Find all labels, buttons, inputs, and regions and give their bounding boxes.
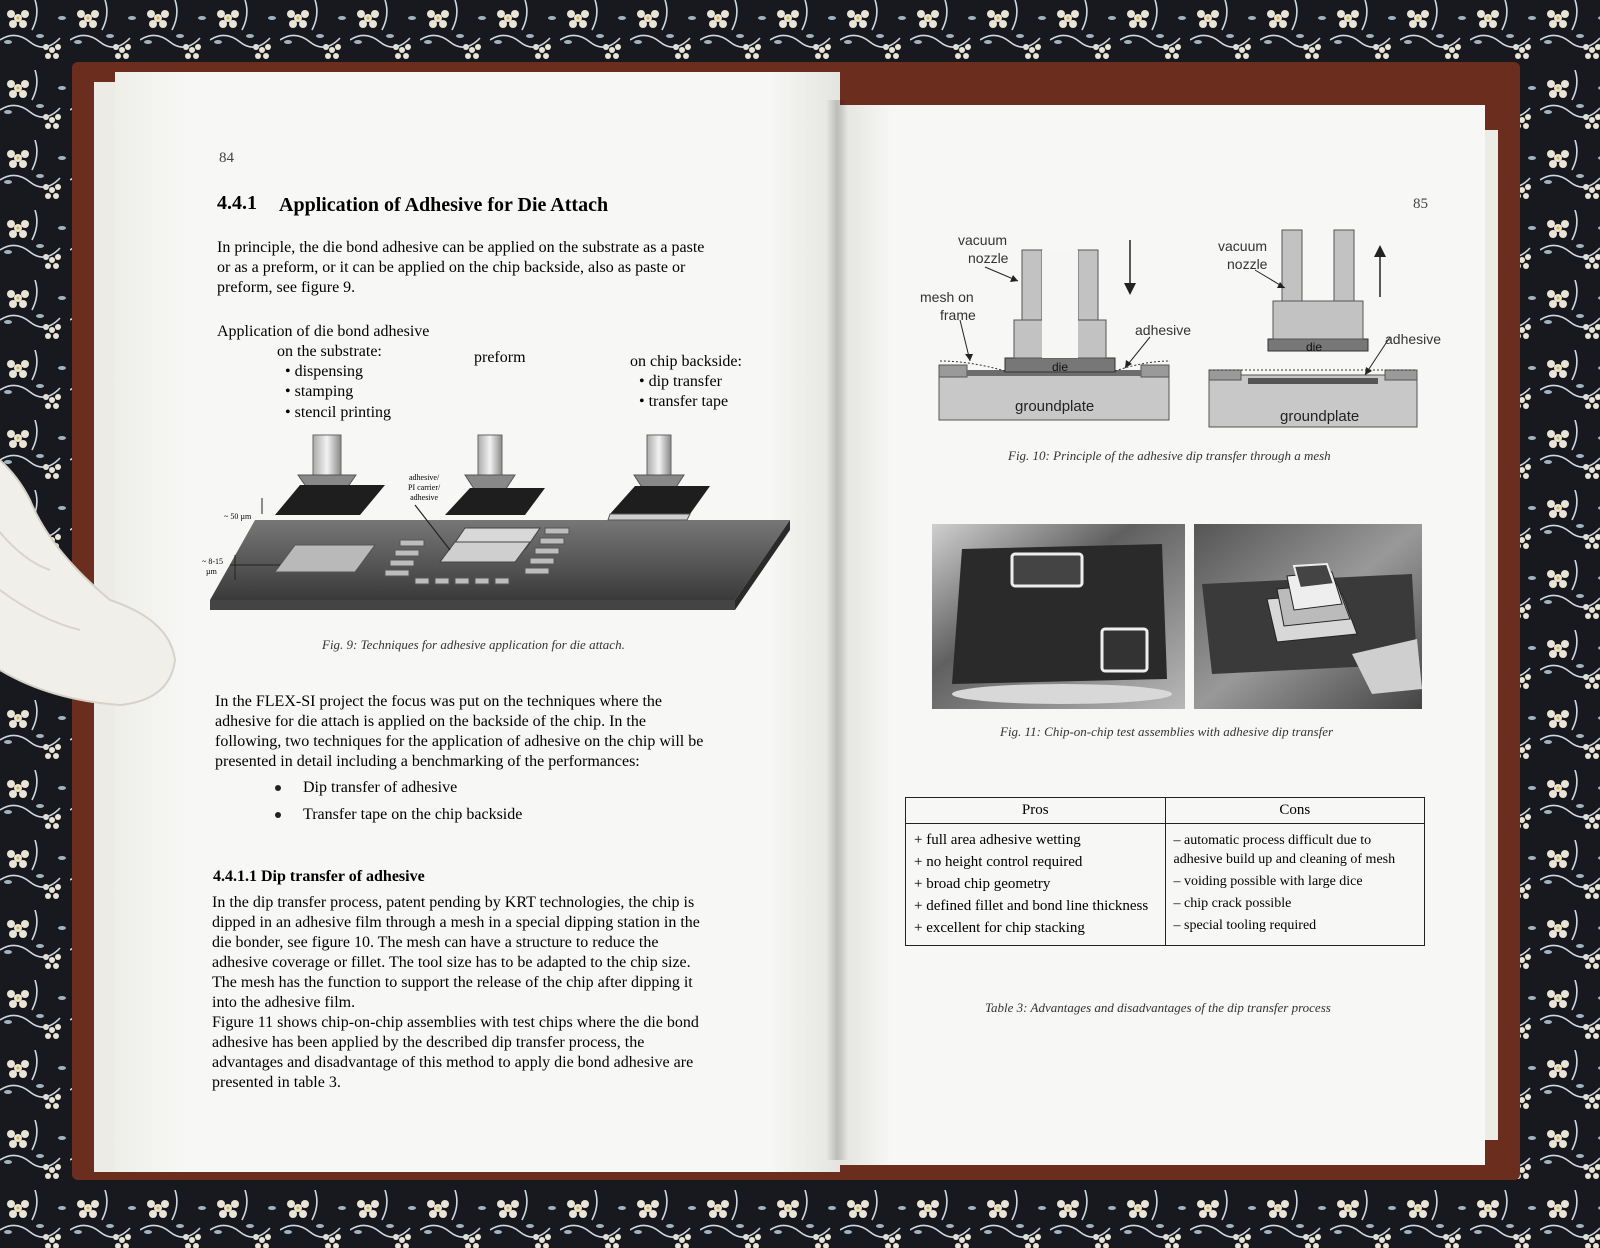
pros-cell: + full area adhesive wetting + no height…: [905, 823, 1166, 946]
para3-line: into the adhesive film.: [212, 994, 356, 1011]
fig9-col2-head: preform: [474, 349, 526, 366]
cons-item: – voiding possible with large dice: [1173, 874, 1363, 889]
table3: Pros Cons + full area adhesive wetting +…: [905, 797, 1425, 946]
intro-line: In principle, the die bond adhesive can …: [217, 239, 705, 256]
fig10-mesh-label: mesh on: [920, 289, 974, 305]
fig9-title: Application of die bond adhesive: [217, 323, 430, 340]
para3-line: advantages and disadvantage of this meth…: [212, 1054, 694, 1071]
fig10-groundplate-label: groundplate: [1015, 398, 1095, 415]
para3-line: adhesive has been applied by the describ…: [212, 1034, 645, 1051]
fig9-815-label: ~ 8-15: [202, 557, 223, 566]
fig9-col3-item: • transfer tape: [639, 393, 729, 410]
fig9-caption: Fig. 9: Techniques for adhesive applicat…: [322, 637, 625, 652]
cons-item: – chip crack possible: [1173, 896, 1292, 911]
table-row: + full area adhesive wetting + no height…: [905, 823, 1425, 946]
table-header-cons: Cons: [1164, 797, 1425, 824]
para3-line: The mesh has the function to support the…: [212, 974, 693, 991]
gloved-hand: [0, 458, 177, 707]
table3-caption: Table 3: Advantages and disadvantages of…: [985, 1000, 1331, 1015]
fig9-adhesive-label: adhesive/ PI carrier/ adhesive: [408, 473, 441, 502]
para3-line: die bonder, see figure 10. The mesh can …: [212, 934, 659, 951]
para3-line: presented in table 3.: [212, 1074, 341, 1091]
para2-line: following, two techniques for the applic…: [215, 733, 704, 750]
table-header-row: Pros Cons: [905, 797, 1425, 824]
pros-item: + no height control required: [914, 854, 1083, 870]
fig9-50um-label: ~ 50 µm: [224, 512, 252, 521]
pros-item: + broad chip geometry: [914, 876, 1051, 892]
bond-tool-1: [275, 434, 385, 515]
fig9-diagram: [210, 434, 790, 610]
bullet-dot: [275, 785, 281, 791]
para3-line: Figure 11 shows chip-on-chip assemblies …: [212, 1014, 699, 1031]
pros-item: + defined fillet and bond line thickness: [914, 898, 1149, 914]
cons-item: – automatic process difficult due to adh…: [1173, 833, 1396, 867]
pros-item: + excellent for chip stacking: [914, 920, 1085, 936]
bond-tool-3: [607, 434, 710, 521]
cons-cell: – automatic process difficult due to adh…: [1164, 823, 1425, 946]
para2-line: adhesive for die attach is applied on th…: [215, 713, 646, 730]
intro-line: or as a preform, or it can be applied on…: [217, 259, 686, 276]
fig9-col1-item: • stamping: [285, 383, 354, 400]
fig10-nozzle-label-2: nozzle: [1227, 256, 1268, 272]
bullet-item: Transfer tape on the chip backside: [303, 806, 523, 823]
fig11-photo-right: [1194, 524, 1422, 709]
fig11-photo-left: [932, 524, 1185, 709]
bullet-item: Dip transfer of adhesive: [303, 779, 458, 796]
pros-item: + full area adhesive wetting: [914, 832, 1081, 848]
section-title: Application of Adhesive for Die Attach: [279, 194, 609, 216]
fig10-vacuum-label-2: vacuum: [1218, 238, 1268, 254]
fig10-die-label: die: [1052, 360, 1069, 374]
cons-item: – special tooling required: [1173, 918, 1317, 933]
fig10-vacuum-label: vacuum: [958, 232, 1008, 248]
fig9-col3-item: • dip transfer: [639, 373, 722, 390]
fig9-col1-head: on the substrate:: [277, 343, 382, 360]
fig10-nozzle-label: nozzle: [968, 250, 1009, 266]
book-gutter: [826, 100, 848, 1160]
section-number: 4.4.1: [217, 192, 257, 214]
para3-line: dipped in an adhesive film through a mes…: [212, 914, 700, 931]
fig9-col3-head: on chip backside:: [630, 353, 742, 370]
intro-line: preform, see figure 9.: [217, 279, 356, 296]
page-number-left: 84: [219, 150, 234, 166]
bullet-dot: [275, 812, 281, 818]
paste-pad: [274, 544, 376, 573]
para2-line: presented in detail including a benchmar…: [215, 753, 640, 770]
para3-line: In the dip transfer process, patent pend…: [212, 894, 695, 911]
fig11-caption: Fig. 11: Chip-on-chip test assemblies wi…: [1000, 724, 1334, 739]
para2-line: In the FLEX-SI project the focus was put…: [215, 693, 662, 710]
table-header-pros: Pros: [905, 797, 1166, 824]
para3-line: adhesive coverage or fillet. The tool si…: [212, 954, 691, 971]
page-number-right: 85: [1413, 196, 1428, 212]
fig10-diagram: [938, 229, 1418, 428]
left-page: [115, 72, 840, 1172]
fig10-adhesive-label: adhesive: [1135, 322, 1192, 338]
bond-pads: [384, 527, 570, 585]
fig10-die-label-2: die: [1306, 340, 1323, 354]
bond-tool-2: [445, 434, 545, 515]
fig10-groundplate-label-2: groundplate: [1280, 408, 1360, 425]
groundplate-left: [938, 374, 1170, 421]
fig10-adhesive-label-2: adhesive: [1385, 331, 1442, 347]
fig9-col1-item: • dispensing: [285, 363, 364, 380]
fig11-photos: [932, 524, 1422, 709]
fig10-frame-label: frame: [940, 307, 976, 323]
subheading: 4.4.1.1 Dip transfer of adhesive: [213, 868, 425, 885]
fig9-um-label: µm: [206, 567, 217, 576]
fig10-caption: Fig. 10: Principle of the adhesive dip t…: [1008, 448, 1331, 463]
fig9-col1-item: • stencil printing: [285, 404, 392, 421]
